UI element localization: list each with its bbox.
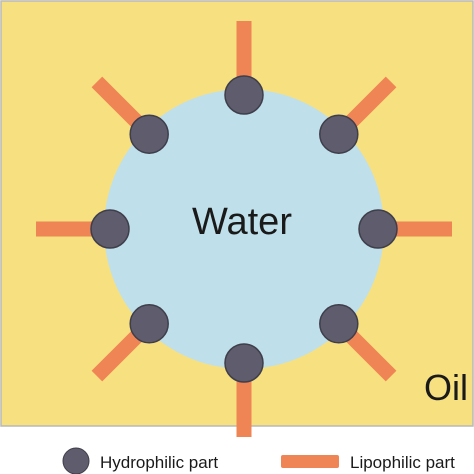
lipophilic-tail-icon: [281, 455, 339, 468]
oil-label: Oil: [424, 367, 468, 408]
legend-label-lipophilic: Lipophilic part: [350, 453, 455, 472]
hydrophilic-head: [224, 75, 264, 115]
hydrophilic-head: [129, 304, 169, 344]
hydrophilic-head-icon: [62, 447, 90, 474]
hydrophilic-head: [319, 304, 359, 344]
hydrophilic-head: [224, 343, 264, 383]
hydrophilic-head: [358, 209, 398, 249]
hydrophilic-heads: [90, 75, 398, 383]
hydrophilic-head: [129, 114, 169, 154]
water-label: Water: [192, 201, 292, 243]
legend: Hydrophilic part Lipophilic part: [62, 447, 455, 474]
hydrophilic-head: [319, 114, 359, 154]
legend-label-hydrophilic: Hydrophilic part: [100, 453, 218, 472]
water-core: [104, 89, 384, 369]
hydrophilic-head: [90, 209, 130, 249]
